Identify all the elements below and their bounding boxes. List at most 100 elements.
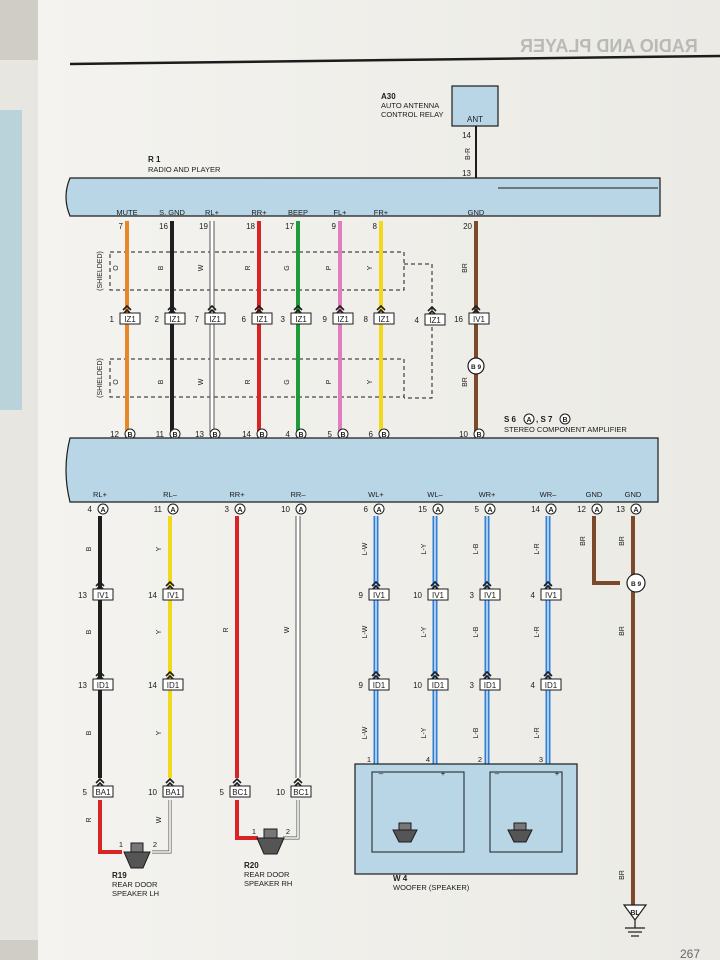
amp-out-j2-7-code: ID1 bbox=[545, 681, 558, 690]
spk-lh-magnet bbox=[130, 842, 144, 853]
splice-b9-lower bbox=[626, 573, 646, 593]
radio-junction-6-code: IZ1 bbox=[378, 315, 390, 324]
amp-out-end-2-box bbox=[229, 785, 251, 798]
amp-in-pin-4: 4 bbox=[286, 430, 291, 439]
woofer-pin-4: 1 bbox=[367, 755, 371, 764]
radio-junction-2-code: IZ1 bbox=[209, 315, 221, 324]
amp-out-conn-6-circle bbox=[484, 503, 496, 515]
amp-name: STEREO COMPONENT AMPLIFIER bbox=[504, 425, 627, 434]
amp-gnd-wire-12 bbox=[592, 516, 620, 585]
radio-pin-number-6: 8 bbox=[373, 222, 378, 231]
radio-junction-1-code: IZ1 bbox=[169, 315, 181, 324]
radio-wire-color-upper-7: BR bbox=[462, 263, 469, 273]
radio-junction-0-box bbox=[119, 312, 141, 325]
amp-out-j2-5-pin: 10 bbox=[413, 681, 422, 690]
amp-out-conn-4-letter: A bbox=[376, 507, 381, 514]
amp-out-j2-1-box bbox=[162, 678, 184, 691]
amp-out-end-0-code: BA1 bbox=[95, 788, 111, 797]
amp-out-j2-1-code: ID1 bbox=[167, 681, 180, 690]
woofer-right-plus: + bbox=[555, 769, 560, 778]
amp-out-color-b-7: L-R bbox=[534, 626, 541, 637]
amp-out-j1-6-pin: 3 bbox=[470, 591, 475, 600]
radio-junction-4-code: IZ1 bbox=[295, 315, 307, 324]
splice-b9-upper-label: B 9 bbox=[471, 364, 482, 371]
radio-pin-number-2: 19 bbox=[199, 222, 208, 231]
amp-out-color-c-5: L-Y bbox=[421, 727, 428, 738]
amp-in-conn-6-letter: B bbox=[381, 432, 386, 439]
radio-pin-label-3: RR+ bbox=[251, 208, 267, 217]
amp-out-conn-9-circle bbox=[630, 503, 642, 515]
amp-out-j1-6-code: IV1 bbox=[484, 591, 497, 600]
radio-wire-color-lower-6: Y bbox=[367, 379, 374, 384]
amp-connector1-letter: A bbox=[526, 417, 531, 424]
amp-out-color-a-2: R bbox=[223, 627, 230, 632]
spk-rh-pin1: 1 bbox=[252, 827, 256, 836]
amp-in-conn-7-letter: B bbox=[476, 432, 481, 439]
amp-out-conn-8-letter: A bbox=[594, 507, 599, 514]
amp-out-color-c-7: L-R bbox=[534, 727, 541, 738]
amp-out-pin-0: 4 bbox=[88, 505, 93, 514]
spk-lh-wire-plus bbox=[98, 800, 122, 854]
amp-out-color-b-1: Y bbox=[156, 629, 163, 634]
amp-out-conn-4-circle bbox=[373, 503, 385, 515]
radio-junction-7-pin: 16 bbox=[454, 315, 463, 324]
woofer-code: W 4 bbox=[393, 874, 408, 883]
amp-gnd-color-13c: BR bbox=[619, 870, 626, 880]
amp-out-color-a-6: L-B bbox=[473, 543, 480, 554]
woofer-pin-7: 3 bbox=[539, 755, 543, 764]
radio-junction-0-pin: 1 bbox=[110, 315, 115, 324]
radio-junction-0-code: IZ1 bbox=[124, 315, 136, 324]
antenna-code: A30 bbox=[381, 92, 396, 101]
woofer-right-frame bbox=[489, 771, 563, 853]
amp-out-color-b-6: L-B bbox=[473, 626, 480, 637]
amp-out-color-a-1: Y bbox=[156, 546, 163, 551]
radio-pin-number-4: 17 bbox=[285, 222, 294, 231]
amp-out-color-c-0: B bbox=[86, 730, 93, 735]
radio-junction-5-box bbox=[332, 312, 354, 325]
amp-out-conn-7-circle bbox=[545, 503, 557, 515]
amp-body bbox=[65, 437, 659, 503]
spk-lh-code: R19 bbox=[112, 871, 127, 880]
amp-out-color-a-0: B bbox=[86, 546, 93, 551]
amp-gnd-color-13b: BR bbox=[619, 626, 626, 636]
amp-out-conn-5-letter: A bbox=[435, 507, 440, 514]
amp-out-pin-6: 5 bbox=[475, 505, 480, 514]
radio-junction-2-box bbox=[204, 312, 226, 325]
amp-out-label-9: GND bbox=[625, 490, 642, 499]
radio-pin-label-4: BEEP bbox=[288, 208, 308, 217]
amp-in-pin-2: 13 bbox=[195, 430, 204, 439]
antenna-line2: CONTROL RELAY bbox=[381, 110, 444, 119]
amp-connector2-circle bbox=[559, 413, 571, 425]
shield-label-upper: (SHIELDED) bbox=[97, 251, 104, 291]
shield-junction-box bbox=[424, 313, 446, 326]
amp-out-end-2-pin: 5 bbox=[220, 788, 225, 797]
shield-label-lower: (SHIELDED) bbox=[97, 358, 104, 398]
radio-junction-5-pin: 9 bbox=[323, 315, 328, 324]
amp-out-conn-2-circle bbox=[234, 503, 246, 515]
radio-wire-color-lower-7: BR bbox=[462, 377, 469, 387]
woofer-left-frame bbox=[371, 771, 465, 853]
amp-out-pin-8: 12 bbox=[577, 505, 586, 514]
amp-in-pin-6: 6 bbox=[369, 430, 374, 439]
radio-junction-7-box bbox=[468, 312, 490, 325]
amp-out-color-a-7: L-R bbox=[534, 543, 541, 554]
amp-out-j2-6-code: ID1 bbox=[484, 681, 497, 690]
spk-lh-line2: SPEAKER LH bbox=[112, 889, 159, 898]
amp-out-conn-0-letter: A bbox=[100, 507, 105, 514]
amp-out-j2-0-box bbox=[92, 678, 114, 691]
amp-out-j1-7-code: IV1 bbox=[545, 591, 558, 600]
splice-b9-lower-label: B 9 bbox=[631, 581, 642, 588]
amp-connector2-letter: B bbox=[562, 417, 567, 424]
amp-out-end-1-box bbox=[162, 785, 184, 798]
woofer-left-magnet bbox=[398, 822, 412, 831]
amp-out-j2-5-box bbox=[427, 678, 449, 691]
radio-pin-label-1: S. GND bbox=[159, 208, 185, 217]
radio-pin-number-7: 20 bbox=[463, 222, 472, 231]
amp-out-label-0: RL+ bbox=[93, 490, 108, 499]
radio-wire-color-lower-3: R bbox=[245, 379, 252, 384]
radio-wire-color-lower-5: P bbox=[326, 379, 333, 384]
amp-out-pin-9: 13 bbox=[616, 505, 625, 514]
amp-gnd-color-12: BR bbox=[580, 536, 587, 546]
amp-in-conn-1-letter: B bbox=[172, 432, 177, 439]
